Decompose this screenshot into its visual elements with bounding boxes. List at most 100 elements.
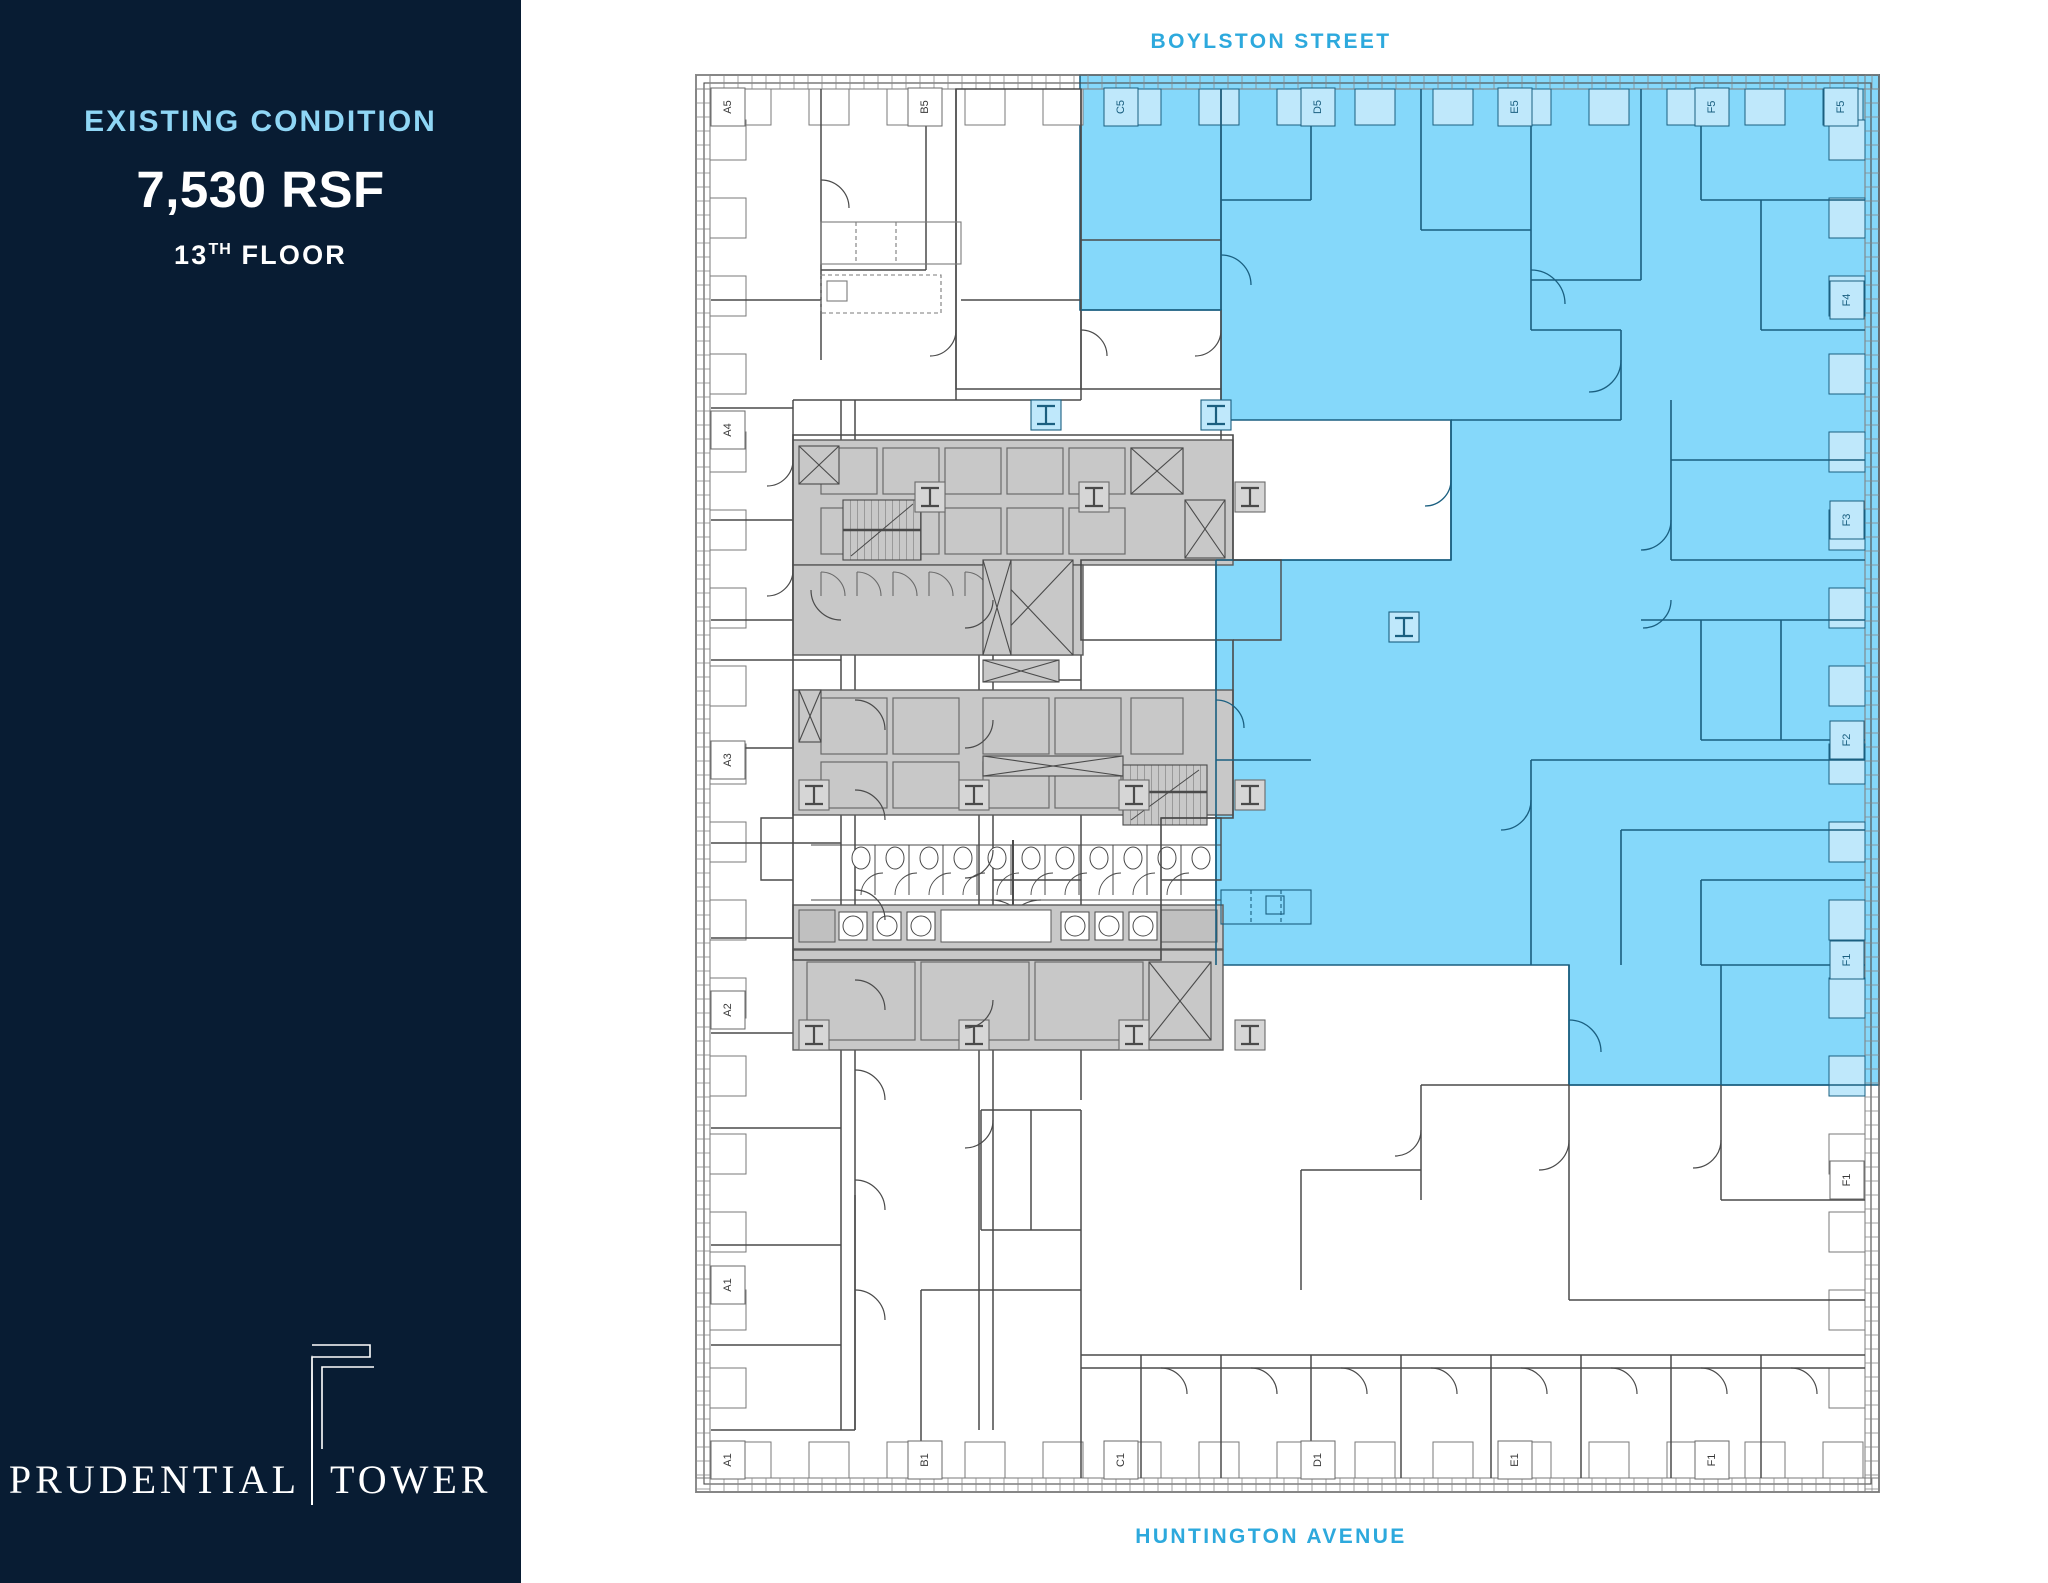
column-icon: [798, 779, 830, 811]
grid-label-a1: A1: [710, 1440, 746, 1480]
floor-number: 13: [174, 240, 209, 270]
floor-word: FLOOR: [231, 240, 347, 270]
suite-pantry: [1220, 889, 1312, 925]
svg-text:A2: A2: [722, 1003, 734, 1016]
core-columns-lower: [798, 779, 1266, 811]
svg-text:A1: A1: [722, 1278, 734, 1291]
grid-label-f1: F1: [1829, 940, 1865, 980]
svg-text:C5: C5: [1115, 100, 1127, 114]
column-icon: [1234, 481, 1266, 513]
grid-label-e1: E1: [1497, 1440, 1533, 1480]
grid-label-b1: B1: [907, 1440, 943, 1480]
window-mullions-south: [696, 1477, 1879, 1493]
grid-label-f3: F3: [1829, 500, 1865, 540]
highlighted-suite[interactable]: [1079, 74, 1880, 1086]
grid-label-f2: F2: [1829, 720, 1865, 760]
column-icon: [1234, 1019, 1266, 1051]
north-door-swings: [766, 179, 1222, 597]
grid-label-f5: F5: [1694, 87, 1730, 127]
column-icon: [1388, 611, 1420, 643]
grid-label-a3: A3: [710, 740, 746, 780]
sink-icons: [798, 909, 1218, 943]
column-icon: [1118, 779, 1150, 811]
column-icon: [958, 779, 990, 811]
grid-label-d5: D5: [1300, 87, 1336, 127]
grid-label-f1: F1: [1829, 1160, 1865, 1200]
mullion-tick-marks: [695, 74, 1879, 1492]
logo-word-tower: TOWER: [330, 1457, 492, 1502]
suite-door-swings: [1215, 254, 1672, 1053]
grid-label-c5: C5: [1103, 87, 1139, 127]
stair-north: [842, 499, 922, 561]
grid-label-a2: A2: [710, 990, 746, 1030]
street-label-south: HUNTINGTON AVENUE: [1135, 1525, 1407, 1548]
page-title: EXISTING CONDITION: [84, 105, 437, 138]
center-shafts: [982, 559, 1074, 683]
south-door-swings: [1160, 1367, 1818, 1395]
south-offices: [711, 1109, 1865, 1478]
svg-text:F5: F5: [1706, 101, 1718, 114]
grid-label-e5: E5: [1497, 87, 1533, 127]
core-lobby-outline: [760, 559, 1282, 881]
logo-word-prudential: PRUDENTIAL: [8, 1457, 300, 1502]
restrooms: [811, 840, 1221, 945]
svg-text:B5: B5: [919, 100, 931, 113]
svg-text:A4: A4: [722, 423, 734, 436]
svg-text:F1: F1: [1841, 954, 1853, 967]
svg-text:B1: B1: [919, 1453, 931, 1466]
svg-text:F3: F3: [1841, 514, 1853, 527]
grid-label-f5: F5: [1823, 87, 1859, 127]
column-icon: [1118, 1019, 1150, 1051]
column-icon: [958, 1019, 990, 1051]
southeast-door-swings: [1394, 1129, 1722, 1171]
grid-label-f1: F1: [1694, 1440, 1730, 1480]
grid-label-d1: D1: [1300, 1440, 1336, 1480]
column-icon: [1030, 399, 1062, 431]
rsf-value: 7,530 RSF: [136, 161, 385, 218]
suite-columns: [1030, 399, 1420, 643]
window-mullions-west: [695, 75, 711, 1492]
core-columns: [914, 481, 1266, 513]
core-columns-bottom: [798, 1019, 1266, 1051]
svg-text:A1: A1: [722, 1453, 734, 1466]
svg-text:E5: E5: [1509, 100, 1521, 113]
core-outline: [792, 434, 1234, 961]
svg-text:F5: F5: [1835, 101, 1847, 114]
grid-label-a1: A1: [710, 1265, 746, 1305]
svg-text:A3: A3: [722, 753, 734, 766]
column-icon: [1078, 481, 1110, 513]
svg-text:F1: F1: [1706, 1454, 1718, 1467]
svg-text:E1: E1: [1509, 1453, 1521, 1466]
column-icon: [1200, 399, 1232, 431]
street-label-north: BOYLSTON STREET: [1150, 30, 1392, 53]
west-door-swings: [810, 589, 994, 1321]
prudential-tower-logo: PRUDENTIAL TOWER: [0, 1313, 521, 1523]
north-pantry: [820, 221, 962, 314]
svg-text:F4: F4: [1841, 294, 1853, 307]
building-core: [792, 434, 1266, 1051]
shaft-x-marks-north: [798, 445, 1226, 559]
column-icon: [914, 481, 946, 513]
grid-label-c1: C1: [1103, 1440, 1139, 1480]
tower-outline-icon: [311, 1344, 374, 1449]
floor-ordinal: TH: [208, 241, 232, 258]
grid-label-a5: A5: [710, 87, 746, 127]
floorplan-canvas: BOYLSTON STREET HUNTINGTON AVENUE: [521, 0, 2048, 1583]
floorplan-drawing: A5B5C5D5E5F5F5A1B1C1D1E1F1A4A3A2A1F4F3F2…: [695, 74, 1880, 1493]
column-icon: [1234, 779, 1266, 811]
grid-label-b5: B5: [907, 87, 943, 127]
logo-divider: [311, 1355, 313, 1505]
info-sidebar: EXISTING CONDITION 7,530 RSF 13TH FLOOR …: [0, 0, 521, 1583]
svg-text:D5: D5: [1312, 100, 1324, 114]
svg-text:A5: A5: [722, 100, 734, 113]
svg-text:F1: F1: [1841, 1174, 1853, 1187]
grid-label-a4: A4: [710, 410, 746, 450]
southeast-offices: [1300, 1084, 1865, 1301]
floor-label: 13TH FLOOR: [0, 240, 521, 271]
column-icon: [798, 1019, 830, 1051]
svg-text:C1: C1: [1115, 1453, 1127, 1467]
grid-label-f4: F4: [1829, 280, 1865, 320]
suite-partitions: [1081, 89, 1865, 1086]
